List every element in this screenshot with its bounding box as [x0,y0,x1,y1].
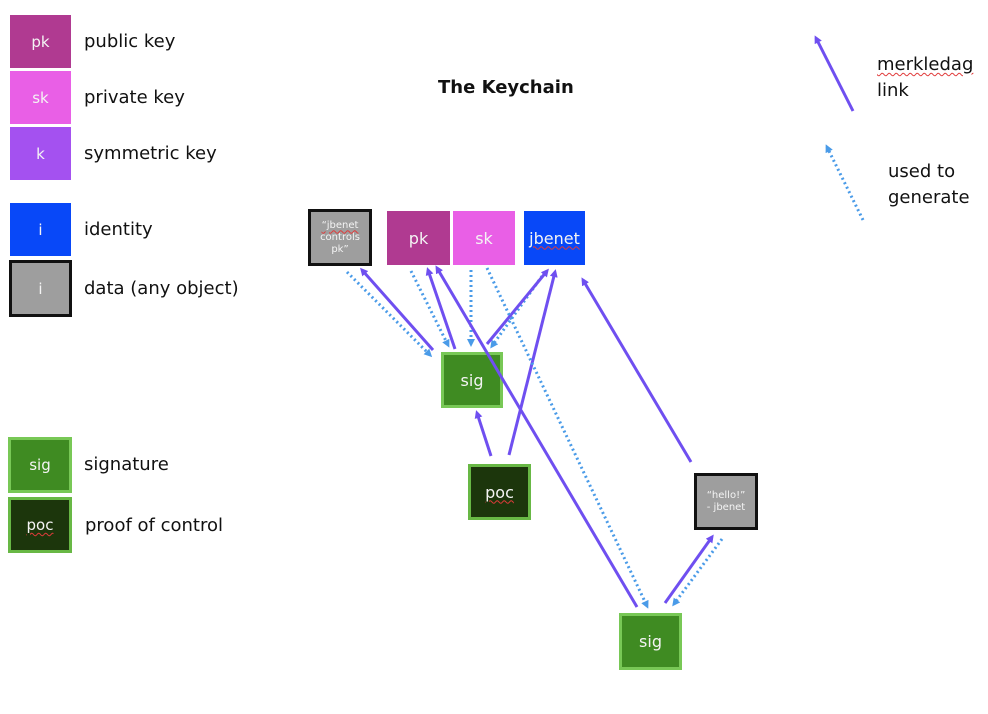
legend-data-label: data (any object) [84,278,239,299]
node-data-hello-jbenet: “hello!” - jbenet [694,473,758,530]
node-identity-jbenet: jbenet [524,211,585,265]
generate-arrow-data-to-sig [345,270,433,358]
legend-public-key-label: public key [84,31,176,52]
node-data-jbenet-controls-pk: “jbenet controls pk” [308,209,372,266]
diagram-title: The Keychain [438,77,574,98]
legend-private-key-label: private key [84,87,185,108]
merkledag-link-line1: merkledag [877,54,974,75]
legend-symmetric-key-box: k [10,127,71,180]
legend-public-key-box: pk [10,15,71,68]
node-data-jbenet-line3: pk” [331,243,349,255]
link-sig-to-data [360,267,435,351]
node-data-hello-line2: - jbenet [706,501,746,513]
legend-signature-box: sig [8,437,72,493]
node-private-key: sk [453,211,515,265]
used-to-generate-line1: used to [888,161,956,182]
legend-data-box: i [9,260,72,317]
generate-arrow-pk-to-sig [409,270,450,348]
legend-used-to-generate-arrow [825,144,865,221]
used-to-generate-line2: generate [888,187,970,208]
legend-identity-box: i [10,203,71,256]
link-bottom-sig-to-hello [663,534,714,604]
legend-private-key-box: sk [10,71,71,124]
legend-symmetric-key-label: symmetric key [84,143,217,164]
node-signature-top: sig [441,352,503,408]
legend-proof-of-control-label: proof of control [85,515,223,536]
node-data-hello-line1: “hello!” [706,489,746,501]
used-to-generate-label: used to generate [888,159,970,211]
node-data-jbenet-line1: “jbenet [321,219,359,231]
legend-proof-of-control-box: poc [8,497,72,553]
merkledag-link-label: merkledag link [877,52,973,104]
node-signature-bottom: sig [619,613,682,670]
merkledag-link-line2: link [877,80,909,101]
link-bottom-sig-to-pk [435,265,639,608]
node-public-key: pk [387,211,450,265]
node-proof-of-control: poc [468,464,531,520]
generate-arrow-hello-to-bottom-sig [672,538,724,607]
node-data-jbenet-line2: controls [320,231,360,243]
link-hello-to-jbenet [581,277,693,463]
legend-signature-label: signature [84,454,169,475]
legend-identity-label: identity [84,219,153,240]
link-sig-to-pk [425,267,457,350]
link-poc-to-sig [474,410,493,457]
legend-merkledag-link-arrow [814,35,855,112]
generate-arrow-sk-to-bottom-sig [485,267,649,609]
link-sig-to-jbenet [485,268,549,345]
